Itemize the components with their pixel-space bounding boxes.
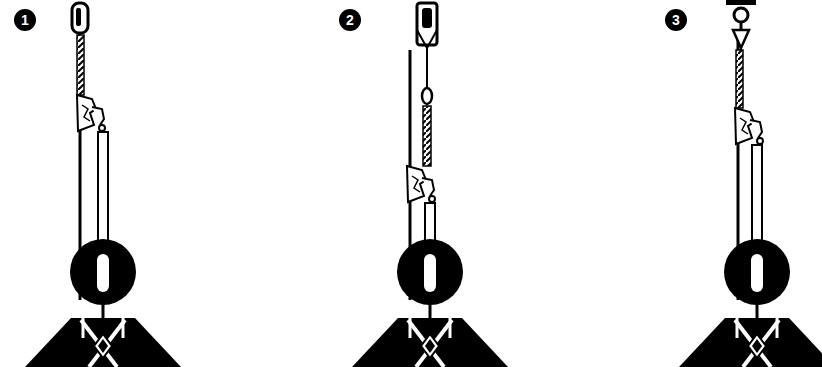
callout-number: 2 [339, 9, 361, 31]
figure-1 [25, 3, 181, 367]
figure-2 [352, 3, 508, 367]
figure-3 [679, 0, 822, 367]
callout-number: 3 [665, 9, 687, 31]
callout-number: 1 [14, 9, 36, 31]
